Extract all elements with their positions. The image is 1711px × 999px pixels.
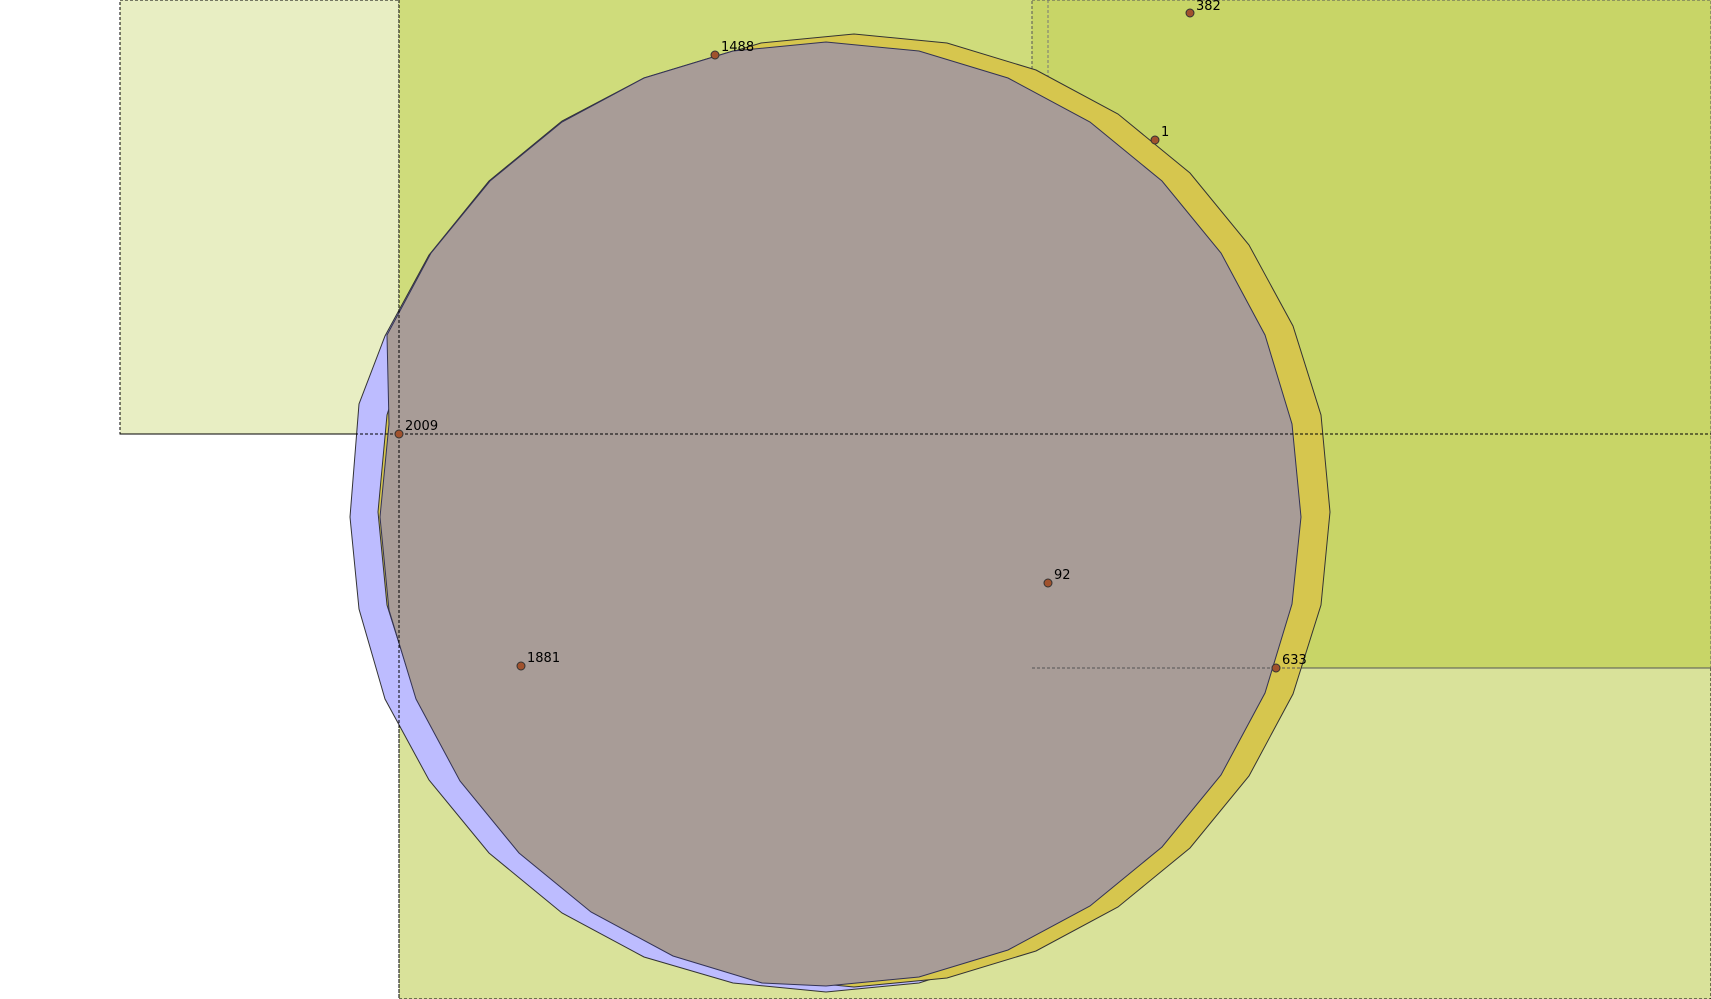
point-633[interactable]: 633	[1271, 653, 1307, 673]
point-marker[interactable]	[710, 50, 720, 60]
point-label: 633	[1282, 653, 1307, 668]
circle-inner	[379, 41, 1302, 987]
point-2009[interactable]: 2009	[394, 419, 438, 439]
point-1488[interactable]: 1488	[710, 40, 754, 60]
point-label: 1488	[721, 40, 754, 55]
point-label: 382	[1196, 0, 1221, 14]
point-label: 2009	[405, 419, 438, 434]
point-1881[interactable]: 1881	[516, 651, 560, 671]
point-label: 92	[1054, 568, 1071, 583]
point-marker[interactable]	[1185, 8, 1195, 18]
point-marker[interactable]	[394, 429, 404, 439]
point-marker[interactable]	[1150, 135, 1160, 145]
point-label: 1	[1161, 125, 1169, 140]
point-marker[interactable]	[516, 661, 526, 671]
point-marker[interactable]	[1043, 578, 1053, 588]
point-marker[interactable]	[1271, 663, 1281, 673]
point-1[interactable]: 1	[1150, 125, 1169, 145]
point-label: 1881	[527, 651, 560, 666]
point-382[interactable]: 382	[1185, 0, 1221, 18]
point-92[interactable]: 92	[1043, 568, 1071, 588]
